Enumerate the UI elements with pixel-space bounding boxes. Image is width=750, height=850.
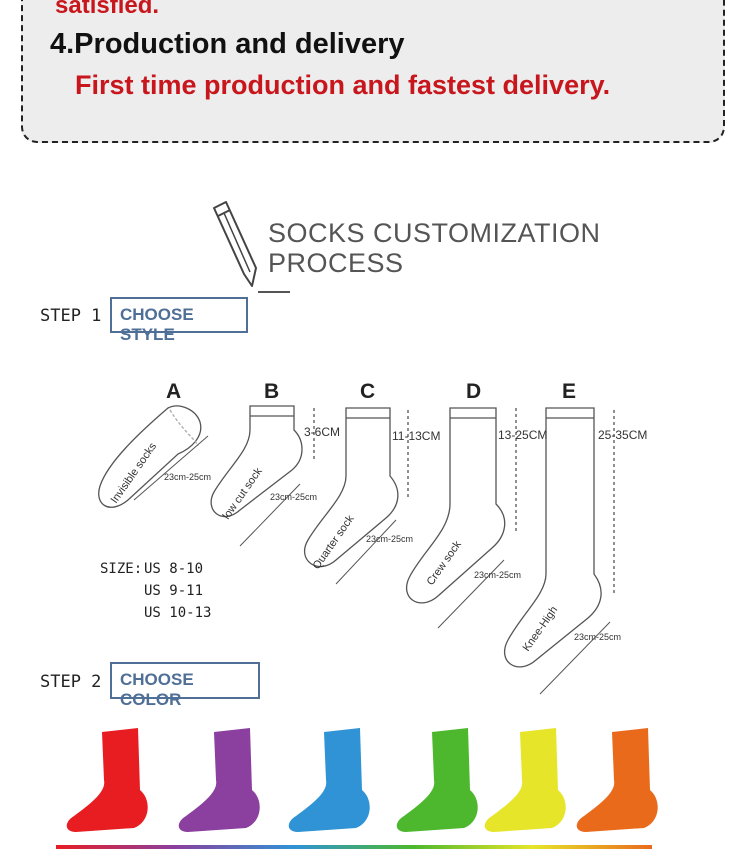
size-value-3: US 10-13 <box>144 605 212 621</box>
process-title-line1: SOCKS CUSTOMIZATION <box>268 218 601 248</box>
color-sock-2 <box>178 728 260 832</box>
section-heading: 4.Production and delivery <box>50 28 405 60</box>
size-value-2: US 9-11 <box>144 583 204 599</box>
sock-b-outline <box>210 405 315 547</box>
style-height-e: 25-35CM <box>598 428 647 442</box>
section-description: First time production and fastest delive… <box>75 70 611 100</box>
sock-e-outline <box>503 407 615 695</box>
info-box <box>21 0 725 143</box>
choose-color-button[interactable]: CHOOSE COLOR <box>110 662 260 709</box>
style-height-d: 13-25CM <box>498 428 547 442</box>
process-title: SOCKS CUSTOMIZATION PROCESS <box>268 218 601 278</box>
color-socks <box>66 728 658 832</box>
sock-a-outline <box>98 405 209 508</box>
step2-label: STEP 2 <box>40 672 102 692</box>
size-value-1: US 8-10 <box>144 561 204 577</box>
pencil-icon <box>213 201 290 293</box>
style-letter-a: A <box>166 380 182 403</box>
style-height-c: 11-13CM <box>392 429 440 443</box>
style-letter-b: B <box>264 380 280 403</box>
sock-d-outline <box>405 407 517 629</box>
partial-text: satisfied. <box>55 0 160 19</box>
style-size-b: 23cm-25cm <box>270 492 317 502</box>
color-sock-6 <box>576 728 658 832</box>
style-height-b: 3-6CM <box>304 425 340 439</box>
color-sock-1 <box>66 728 148 832</box>
style-letter-c: C <box>360 380 376 403</box>
style-letter-e: E <box>562 380 577 403</box>
rainbow-bar <box>56 845 652 849</box>
size-label: SIZE: <box>100 561 143 577</box>
process-title-line2: PROCESS <box>268 248 404 278</box>
style-size-c: 23cm-25cm <box>366 534 413 544</box>
choose-style-button[interactable]: CHOOSE STYLE <box>110 297 248 344</box>
color-sock-4 <box>396 728 478 832</box>
color-sock-3 <box>288 728 370 832</box>
sock-c-outline <box>303 407 409 585</box>
color-sock-5 <box>484 728 566 832</box>
style-size-d: 23cm-25cm <box>474 570 521 580</box>
style-letter-d: D <box>466 380 482 403</box>
step1-label: STEP 1 <box>40 306 102 326</box>
style-size-a: 23cm-25cm <box>164 472 211 482</box>
style-size-e: 23cm-25cm <box>574 632 621 642</box>
